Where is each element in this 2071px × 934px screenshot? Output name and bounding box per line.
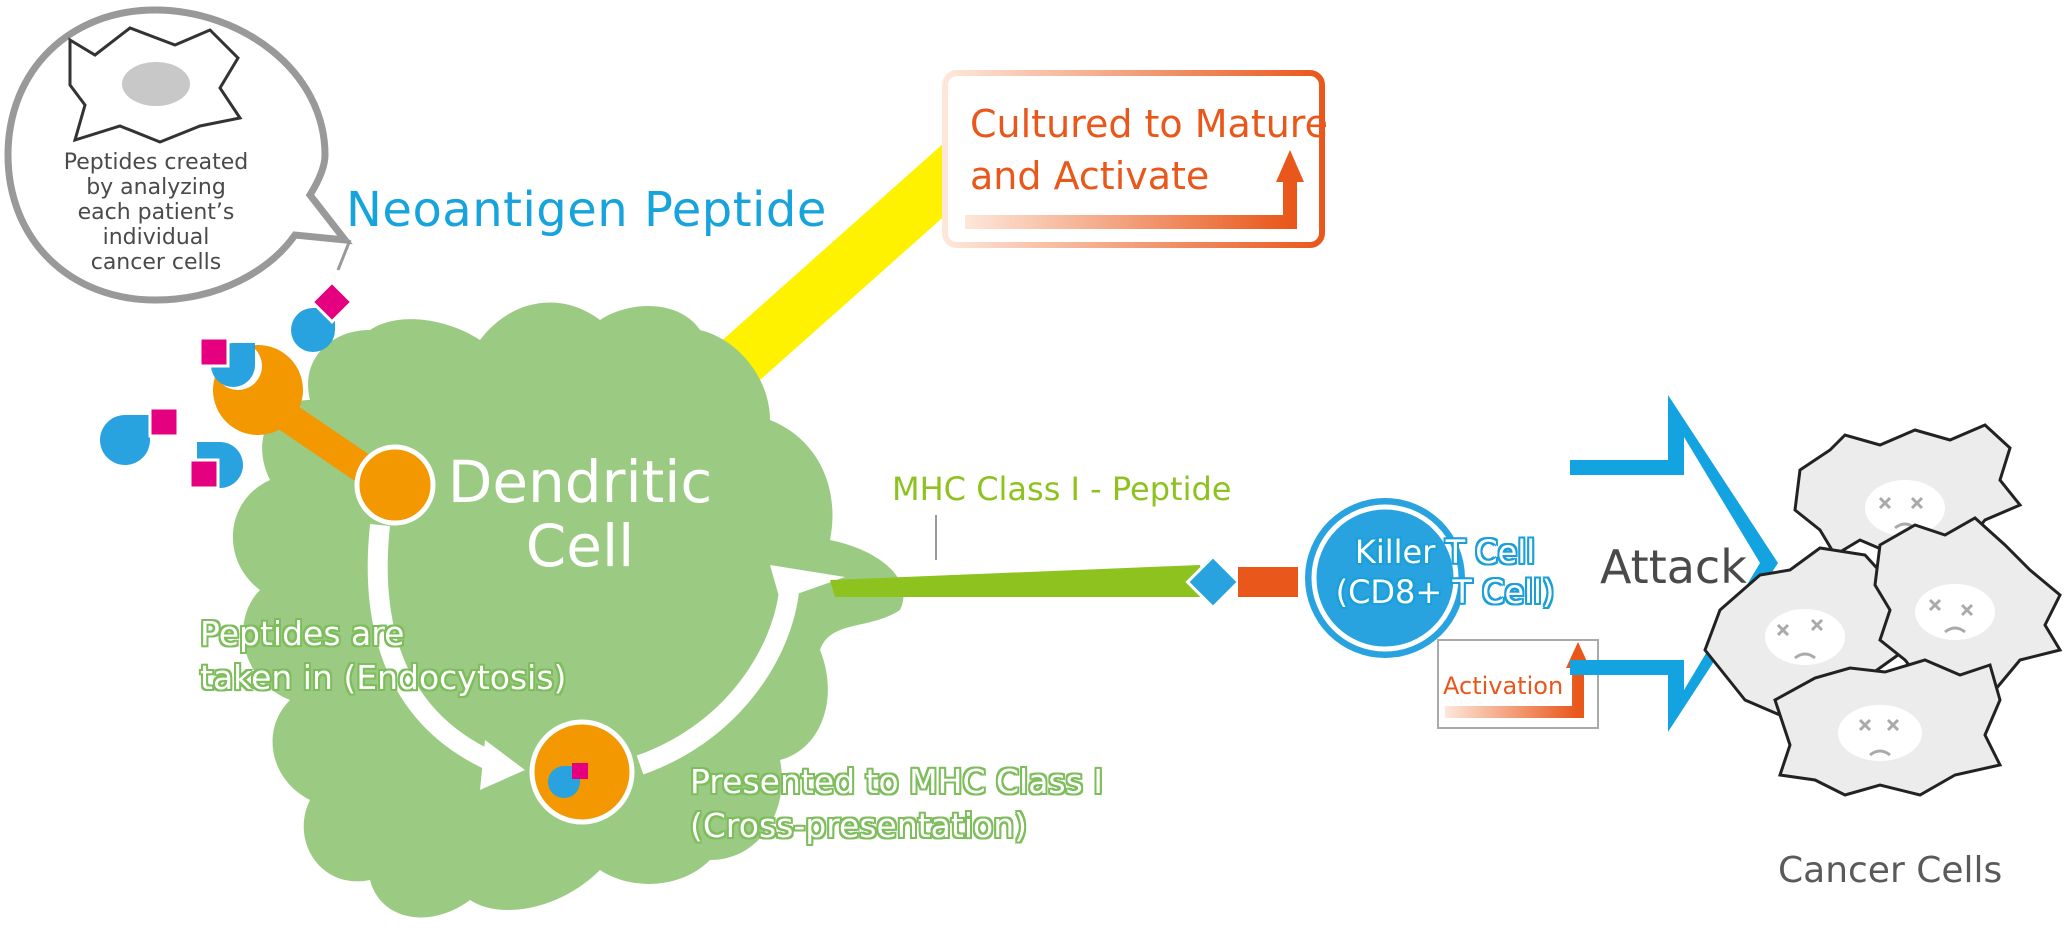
attack-arrow (1570, 395, 1778, 732)
killer-t-cell (1305, 498, 1465, 658)
cross-presentation-label: Presented to MHC Class I (Cross-presenta… (690, 760, 1103, 848)
neoantigen-leader (336, 239, 352, 271)
mhc-peptide-diamond (1185, 554, 1241, 610)
endosome-peptide (572, 763, 588, 779)
receptor-ball (354, 444, 436, 526)
yellow-maturation-band (700, 142, 985, 380)
cultured-box (942, 70, 1325, 248)
endocytosis-arrow (367, 523, 504, 775)
cultured-label: Cultured to Mature and Activate (970, 98, 1328, 202)
presented-line-2: (Cross-presentation) (690, 806, 1027, 845)
endocytosis-line-2: taken in (Endocytosis) (200, 658, 567, 697)
cultured-line-2: and Activate (970, 154, 1210, 198)
dendritic-line-1: Dendritic (447, 448, 713, 516)
bubble-line-3: each patient’s (77, 200, 235, 225)
bubble-line-5: cancer cells (90, 250, 222, 275)
dendritic-line-2: Cell (525, 512, 635, 580)
neoantigen-label: Neoantigen Peptide (346, 182, 827, 238)
attack-label: Attack (1600, 540, 1747, 594)
cross-presentation-arrow (636, 574, 800, 775)
bubble-line-4: individual (102, 225, 210, 250)
activation-label: Activation (1443, 672, 1564, 700)
speech-bubble (4, 6, 353, 304)
mhc-bar (830, 565, 1205, 597)
cancer-cell-1 (1793, 423, 2023, 558)
free-peptide-complexes (100, 280, 354, 490)
killer-t-cell-label: Killer T Cell (CD8+ T Cell) (1305, 532, 1585, 612)
bubble-line-1: Peptides created (63, 150, 249, 175)
endocytosis-label: Peptides are taken in (Endocytosis) (200, 612, 566, 700)
mhc-peptide-label: MHC Class I - Peptide (892, 470, 1232, 508)
killer-line-1: Killer T Cell (1354, 533, 1536, 571)
cultured-arrow-head (1276, 150, 1304, 182)
bubble-cell-nucleus (122, 62, 190, 106)
presented-line-1: Presented to MHC Class I (690, 762, 1104, 801)
cancer-cells-label: Cancer Cells (1778, 850, 2003, 891)
activation-box (1437, 639, 1599, 729)
cancer-cell-4 (1773, 658, 2003, 797)
cultured-line-1: Cultured to Mature (970, 102, 1328, 146)
bubble-text: Peptides created by analyzing each patie… (36, 150, 276, 275)
cultured-arrow (965, 180, 1297, 229)
cancer-cell-3 (1873, 516, 2063, 692)
tcr-connector (1238, 567, 1298, 597)
bubble-line-2: by analyzing (86, 175, 226, 200)
dendritic-cell-label: Dendritic Cell (440, 450, 720, 578)
cancer-cell-group (1703, 423, 2063, 797)
killer-line-2: (CD8+ T Cell) (1335, 573, 1555, 611)
endocytosis-line-1: Peptides are (200, 614, 405, 653)
